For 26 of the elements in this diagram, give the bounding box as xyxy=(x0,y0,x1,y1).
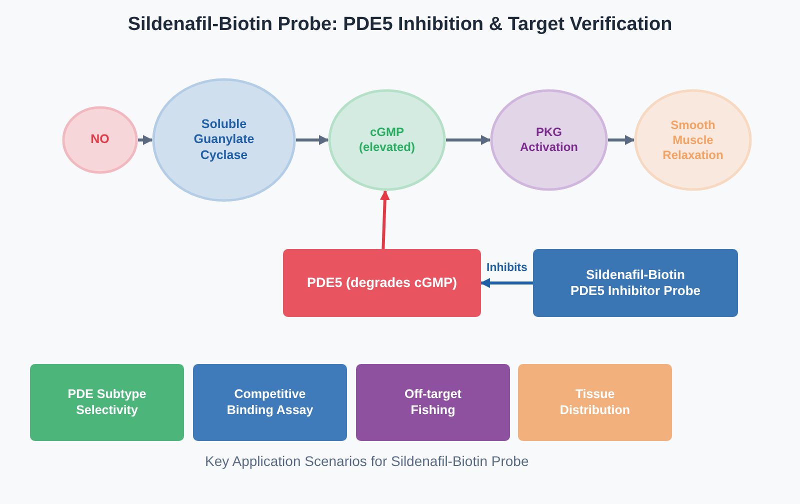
arrow xyxy=(480,278,533,288)
node-label: Smooth Muscle Relaxation xyxy=(662,118,724,162)
node-label: Competitive Binding Assay xyxy=(226,386,314,418)
edge-label: Inhibits xyxy=(484,262,530,274)
node-label: Off-target Fishing xyxy=(404,386,462,418)
process-box xyxy=(283,249,481,317)
diagram-title: Sildenafil-Biotin Probe: PDE5 Inhibition & Target Verification xyxy=(126,14,674,36)
node-label: Soluble Guanylate Cyclase xyxy=(192,116,256,164)
arrow xyxy=(380,190,390,250)
arrow xyxy=(138,135,153,145)
application-card xyxy=(356,364,510,441)
arrow xyxy=(608,135,635,145)
node-label: PDE5 (degrades cGMP) xyxy=(306,274,458,292)
arrow xyxy=(446,135,491,145)
node-label: PDE Subtype Selectivity xyxy=(66,386,148,418)
node-label: Tissue Distribution xyxy=(558,386,632,418)
arrow xyxy=(296,135,329,145)
application-card xyxy=(193,364,347,441)
section-caption: Key Application Scenarios for Sildenafil-Biotin Probe xyxy=(205,453,529,469)
node-label: cGMP (elevated) xyxy=(358,125,416,155)
node-label: PKG Activation xyxy=(518,125,579,155)
application-card xyxy=(518,364,672,441)
node-label: NO xyxy=(90,132,110,148)
application-card xyxy=(30,364,184,441)
probe-box xyxy=(533,249,738,317)
node-label: Sildenafil-Biotin PDE5 Inhibitor Probe xyxy=(569,266,702,300)
